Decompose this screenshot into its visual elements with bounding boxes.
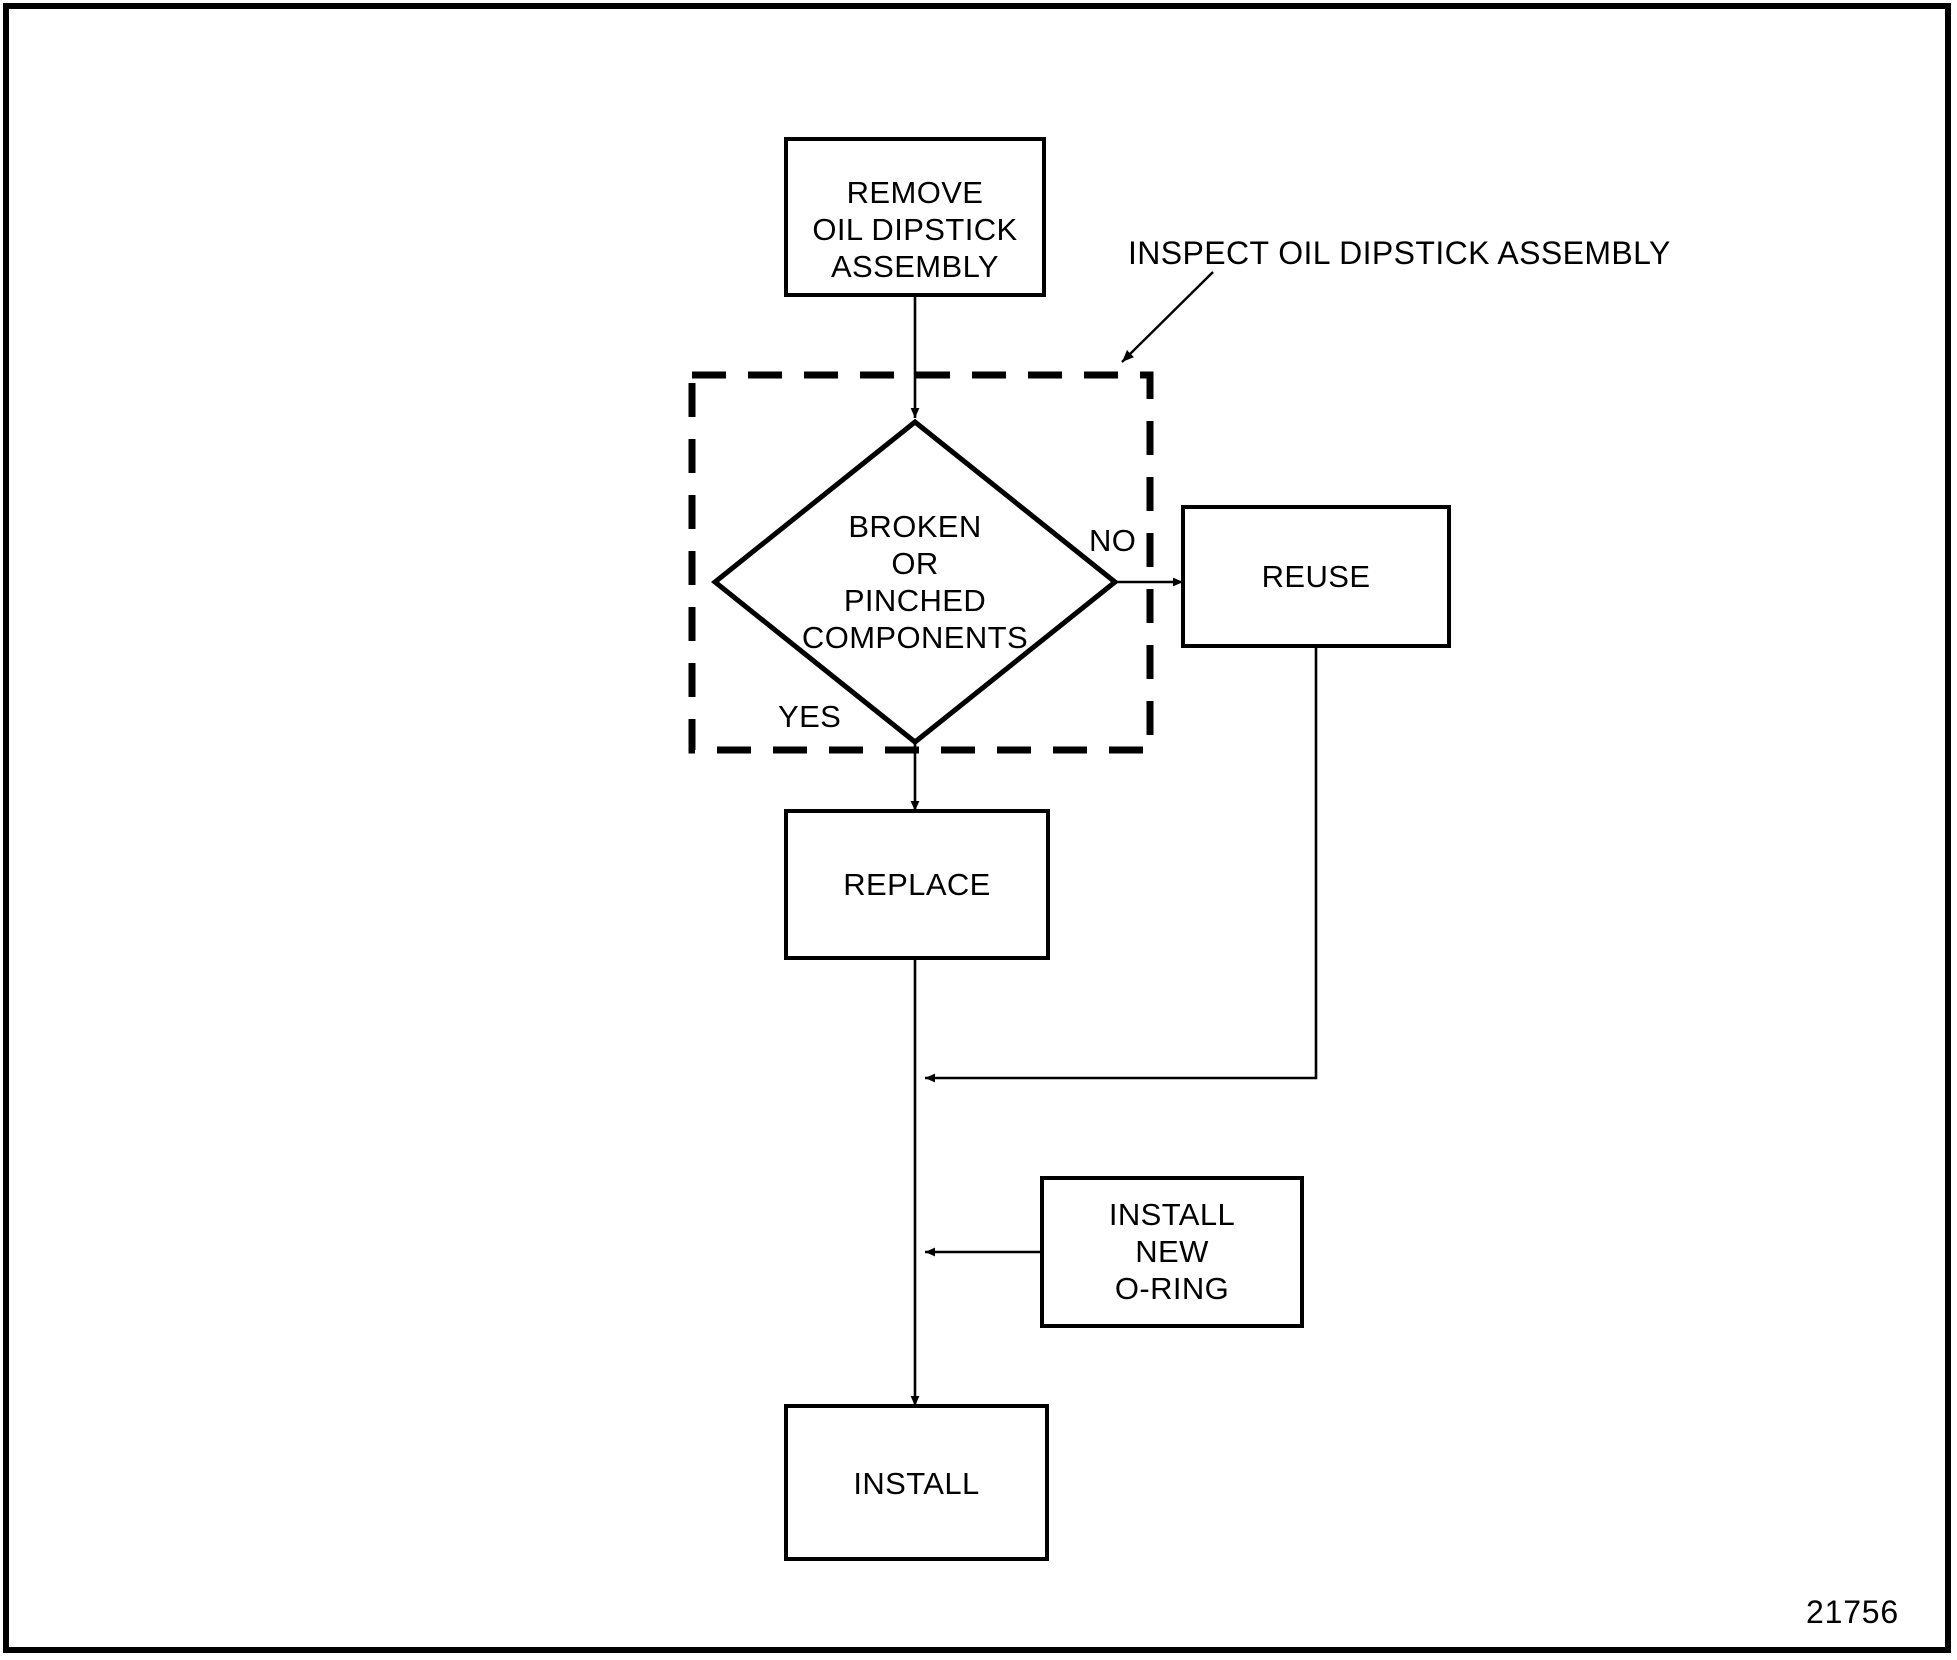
node-remove-oil-dipstick-assembly: [784, 137, 1046, 297]
edge-label-no: NO: [1089, 523, 1137, 558]
edge-reuse-to-main-line: [925, 646, 1318, 1083]
inspect-group-dashed-box: [688, 371, 1154, 754]
edge-label-yes: YES: [778, 699, 842, 734]
inspect-callout-leader-line: [1121, 271, 1214, 363]
node-reuse: [1181, 505, 1451, 648]
node-broken-or-pinched-components: [710, 418, 1120, 746]
node-install-new-o-ring: [1040, 1176, 1304, 1328]
figure-number: 21756: [1806, 1594, 1899, 1630]
node-replace: [784, 809, 1050, 960]
figure-border: [3, 3, 1951, 1653]
node-install: [784, 1404, 1049, 1561]
inspect-callout-label: INSPECT OIL DIPSTICK ASSEMBLY: [1128, 235, 1671, 271]
